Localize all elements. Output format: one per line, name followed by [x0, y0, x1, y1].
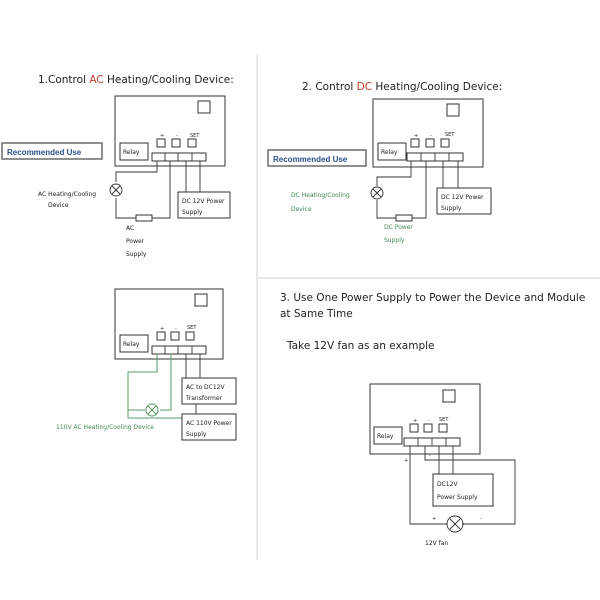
panel-110v-transformer: Relay + - SET AC to DC12V Transformer AC…: [56, 288, 237, 441]
svg-text:DC Heating/Cooling: DC Heating/Cooling: [291, 192, 350, 199]
panel3-display: [194, 293, 208, 307]
svg-text:Recommended Use: Recommended Use: [7, 148, 82, 157]
svg-text:+: +: [160, 326, 164, 332]
panel4-plus-button: [409, 423, 419, 433]
panel1-resistor-icon: [135, 214, 153, 222]
panel4-power-supply: [432, 473, 494, 507]
svg-text:DC12V: DC12V: [437, 481, 458, 488]
panel4-relay-label: Relay: [377, 433, 394, 440]
svg-text:AC Heating/Cooling: AC Heating/Cooling: [38, 191, 96, 198]
svg-text:DC 12V Power: DC 12V Power: [182, 198, 225, 205]
svg-text:Power: Power: [126, 238, 145, 245]
panel1-set-button: [187, 138, 197, 148]
panel4-title-line2: at Same Time: [280, 308, 353, 320]
svg-text:Supply: Supply: [186, 431, 207, 438]
panel2-minus-button: [425, 138, 435, 148]
panel3-transformer: [181, 377, 237, 405]
svg-text:AC 110V Power: AC 110V Power: [186, 420, 232, 427]
panel4-set-button: [438, 423, 448, 433]
panel4-title-line1: 3. Use One Power Supply to Power the Dev…: [280, 292, 585, 304]
panel4-subtitle: Take 12V fan as an example: [286, 340, 434, 352]
panel1-recommended-badge: Recommended Use: [1, 142, 103, 160]
panel-ac-control: 1.Control AC Heating/Cooling Device: Rec…: [1, 74, 234, 258]
svg-text:Device: Device: [48, 202, 69, 209]
panel4-relay: [373, 426, 403, 445]
panel1-display: [197, 100, 211, 114]
panel-single-power-supply: 3. Use One Power Supply to Power the Dev…: [280, 292, 585, 547]
panel2-resistor-icon: [395, 214, 413, 222]
panel1-terminal-block: [151, 152, 207, 162]
svg-text:AC to DC12V: AC to DC12V: [186, 384, 225, 391]
panel1-lamp-icon: [109, 183, 123, 197]
svg-text:+: +: [413, 418, 417, 424]
svg-text:+: +: [432, 516, 436, 522]
panel3-plus-button: [156, 331, 166, 341]
panel4-set-label: SET: [439, 417, 449, 423]
panel3-power-supply: [181, 413, 237, 441]
panel2-set-button: [440, 138, 450, 148]
svg-text:-: -: [480, 516, 482, 522]
svg-text:Device: Device: [291, 206, 312, 213]
panel4-display: [442, 389, 456, 403]
svg-text:+: +: [414, 133, 418, 139]
panel2-title: 2. Control DC Heating/Cooling Device:: [302, 81, 502, 93]
svg-text:+: +: [404, 458, 408, 464]
panel3-minus-button: [170, 331, 180, 341]
panel2-set-label: SET: [445, 132, 455, 138]
panel3-relay-label: Relay: [123, 341, 140, 348]
svg-text:-: -: [429, 453, 431, 459]
svg-text:-: -: [430, 133, 432, 139]
panel3-device-label: 110V AC Heating/Cooling Device: [56, 424, 154, 431]
panel2-plus-button: [410, 138, 420, 148]
svg-text:Transformer: Transformer: [185, 395, 223, 402]
svg-text:-: -: [175, 326, 177, 332]
svg-text:Recommended Use: Recommended Use: [273, 155, 348, 164]
svg-text:Supply: Supply: [126, 251, 147, 258]
panel3-lamp-icon: [145, 403, 159, 417]
svg-text:AC: AC: [126, 225, 134, 232]
panel2-display: [446, 103, 460, 117]
panel3-set-label: SET: [187, 325, 197, 331]
panel1-plus-button: [156, 138, 166, 148]
svg-text:+: +: [160, 133, 164, 139]
panel1-relay: [119, 142, 149, 161]
svg-text:-: -: [176, 133, 178, 139]
panel1-title: 1.Control AC Heating/Cooling Device:: [38, 74, 234, 86]
panel-dc-control: 2. Control DC Heating/Cooling Device: Re…: [267, 81, 502, 244]
svg-text:DC 12V Power: DC 12V Power: [441, 194, 484, 201]
panel4-minus-button: [423, 423, 433, 433]
svg-text:-: -: [428, 418, 430, 424]
panel2-relay: [377, 142, 407, 161]
panel1-set-label: SET: [190, 133, 200, 139]
svg-text:Power Supply: Power Supply: [437, 494, 478, 501]
svg-text:DC Power: DC Power: [384, 224, 413, 231]
panel2-recommended-badge: Recommended Use: [267, 149, 367, 167]
panel2-relay-label: Relay: [381, 149, 398, 156]
panel3-set-button: [185, 331, 195, 341]
panel3-relay: [119, 334, 149, 353]
panel1-relay-label: Relay: [123, 149, 140, 156]
svg-text:Supply: Supply: [182, 209, 203, 216]
svg-text:Supply: Supply: [441, 205, 462, 212]
panel2-lamp-icon: [370, 186, 384, 200]
panel4-fan-icon: [446, 515, 464, 533]
panel3-terminal-block: [151, 345, 207, 355]
panel1-minus-button: [171, 138, 181, 148]
panel1-power-supply: [177, 191, 231, 219]
panel2-power-supply: [436, 187, 492, 215]
svg-text:Supply: Supply: [384, 237, 405, 244]
panel4-fan-label: 12V fan: [425, 540, 448, 547]
